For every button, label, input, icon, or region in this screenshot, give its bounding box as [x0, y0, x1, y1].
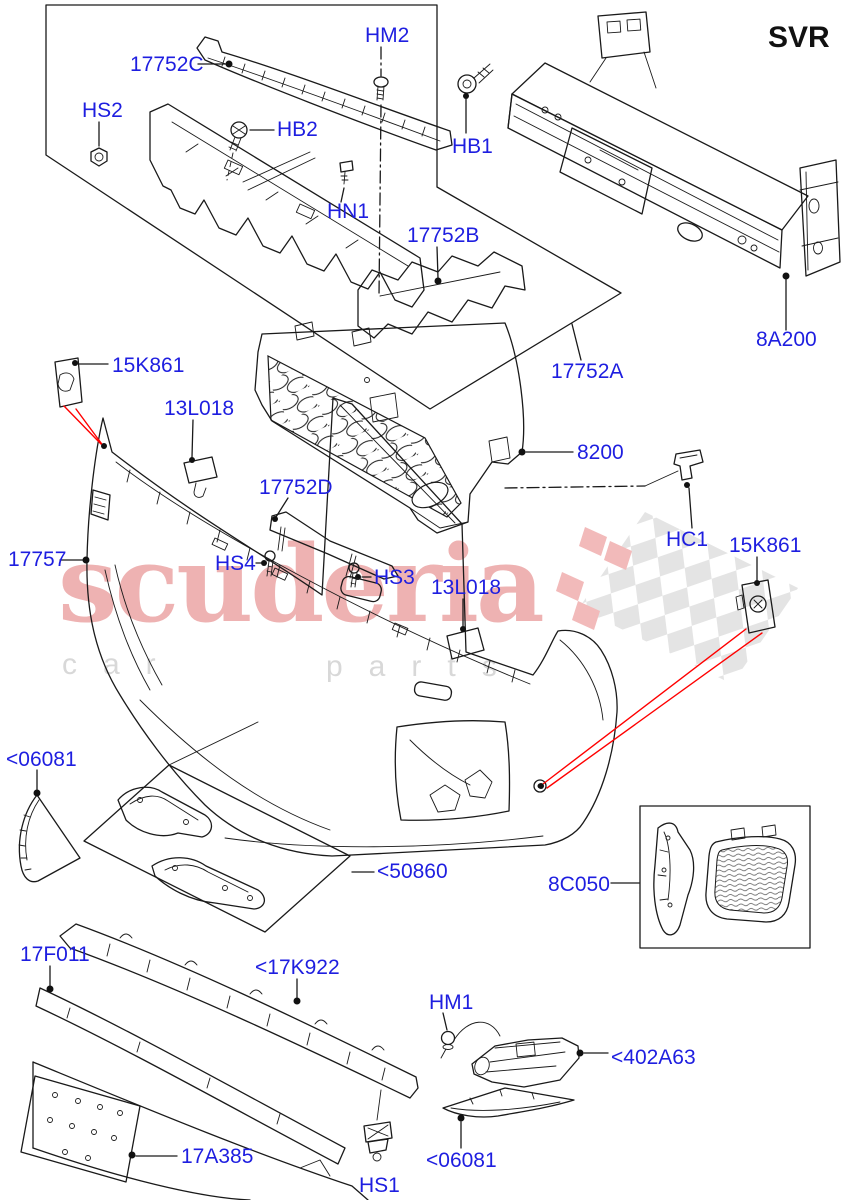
part-label-50860[interactable]: <50860	[377, 860, 448, 883]
part-label-17757[interactable]: 17757	[8, 548, 66, 571]
fog-housing-part	[471, 1037, 609, 1088]
fog-bezel-group-box	[610, 805, 811, 949]
clip-hc1	[673, 449, 704, 529]
leader-8200	[518, 448, 574, 456]
part-label-13L018-right[interactable]: 13L018	[431, 576, 501, 599]
part-label-15K861-left[interactable]: 15K861	[112, 354, 184, 377]
part-label-17F011[interactable]: 17F011	[20, 943, 90, 966]
red-leader-lines	[63, 405, 763, 789]
leader-lines-box1	[98, 46, 442, 297]
watermark-word-parts: parts	[326, 650, 523, 683]
part-label-17752A[interactable]: 17752A	[551, 360, 623, 383]
part-label-HN1[interactable]: HN1	[327, 200, 369, 223]
leader-hc1	[504, 470, 679, 489]
part-label-17A385[interactable]: 17A385	[181, 1145, 253, 1168]
clip-hs1	[363, 1089, 393, 1162]
insulator-group-box	[45, 4, 622, 410]
clip-hn1	[339, 160, 354, 185]
part-label-06081-right[interactable]: <06081	[426, 1149, 497, 1172]
leader-13l018-right	[460, 598, 466, 632]
crash-beam-part	[507, 11, 841, 277]
lower-deflector-panel-part	[32, 1061, 369, 1200]
air-deflector-left-part	[18, 769, 81, 883]
part-label-17K922[interactable]: <17K922	[255, 956, 340, 979]
part-label-17752B[interactable]: 17752B	[407, 224, 479, 247]
leader-8a200	[782, 272, 790, 331]
part-label-8C050[interactable]: 8C050	[548, 873, 610, 896]
leader-17757	[59, 556, 90, 564]
leader-17752a	[571, 323, 582, 361]
impact-absorber-lower-part	[357, 251, 526, 339]
part-labels: 17752C HM2 HS2 HB2 HN1 17752B HB1 8A200 …	[6, 21, 830, 1197]
bolt-hb1	[457, 63, 494, 134]
part-label-13L018-left[interactable]: 13L018	[164, 397, 234, 420]
part-label-HS1[interactable]: HS1	[359, 1174, 400, 1197]
towing-cover-strip-part	[59, 923, 419, 1099]
valance-panel-part	[35, 987, 346, 1165]
nut-hs2	[90, 147, 108, 167]
grille-bracket-part	[269, 497, 399, 580]
part-label-8A200[interactable]: 8A200	[756, 328, 817, 351]
part-label-HB1[interactable]: HB1	[452, 135, 493, 158]
model-variant-tag: SVR	[768, 21, 830, 54]
checkered-flag-pink-cells	[556, 527, 632, 630]
part-label-17752C[interactable]: 17752C	[130, 53, 204, 76]
part-label-HS2[interactable]: HS2	[82, 99, 123, 122]
part-label-402A63[interactable]: <402A63	[611, 1046, 696, 1069]
watermark-word-car: car	[62, 648, 182, 681]
part-label-HM2[interactable]: HM2	[365, 24, 409, 47]
closure-strip-part	[196, 36, 453, 151]
bumper-cover-part	[86, 397, 618, 857]
part-label-HB2[interactable]: HB2	[277, 118, 318, 141]
tow-eye-cover-part	[735, 556, 776, 634]
bolt-hm2	[373, 76, 389, 101]
bracket-group-box	[83, 721, 375, 933]
part-label-HC1[interactable]: HC1	[666, 528, 708, 551]
checkered-flag-graphic	[579, 512, 798, 684]
grille-part	[254, 321, 525, 534]
leader-lower-labels	[46, 965, 301, 1005]
part-label-06081-left[interactable]: <06081	[6, 748, 77, 771]
bolt-hm1	[440, 1012, 501, 1059]
air-deflector-right-part	[442, 1087, 575, 1149]
screw-hb2	[226, 121, 248, 181]
part-label-17752D[interactable]: 17752D	[259, 476, 333, 499]
part-label-HS3[interactable]: HS3	[374, 566, 415, 589]
part-label-HS4[interactable]: HS4	[215, 552, 256, 575]
jet-cover-left-part	[54, 357, 109, 408]
license-plate-plinth-part	[20, 1075, 178, 1183]
part-label-8200[interactable]: 8200	[577, 441, 624, 464]
part-label-15K861-right[interactable]: 15K861	[729, 534, 801, 557]
impact-absorber-part	[149, 103, 425, 308]
jet-nozzle-left-part	[183, 419, 218, 498]
part-label-HM1[interactable]: HM1	[429, 991, 473, 1014]
